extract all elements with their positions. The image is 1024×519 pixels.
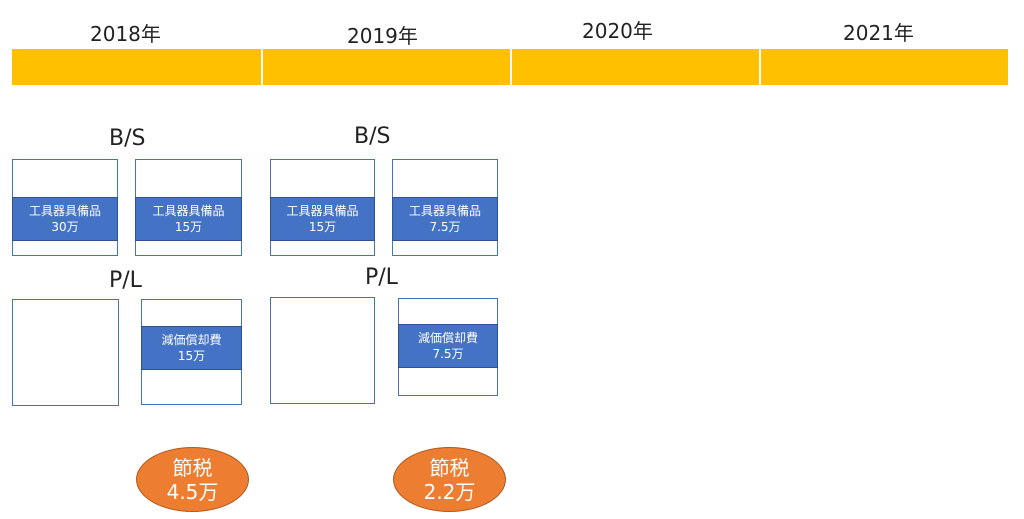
- expense-name: 減価償却費: [161, 333, 222, 347]
- tax-saving-amount: 2.2万: [423, 479, 476, 504]
- bs-band-2018-right: 工具器具備品 15万: [135, 197, 242, 241]
- pl-box-2019-left: [270, 297, 375, 404]
- year-label-2021: 2021年: [843, 21, 914, 45]
- pl-box-2018-left: [12, 299, 119, 406]
- asset-name: 工具器具備品: [408, 204, 481, 218]
- expense-name: 減価償却費: [417, 331, 478, 345]
- timeline-segment-2018: [12, 49, 261, 85]
- asset-amount: 7.5万: [429, 220, 461, 234]
- bs-label-2018: B/S: [109, 126, 146, 151]
- asset-amount: 30万: [51, 220, 79, 234]
- asset-name: 工具器具備品: [286, 204, 359, 218]
- asset-name: 工具器具備品: [28, 204, 101, 218]
- bs-band-2018-left: 工具器具備品 30万: [12, 197, 118, 241]
- timeline-segment-2020: [512, 49, 759, 85]
- tax-saving-label: 節税: [429, 455, 470, 480]
- pl-band-2018-right: 減価償却費 15万: [141, 326, 242, 370]
- asset-name: 工具器具備品: [152, 204, 225, 218]
- expense-amount: 7.5万: [432, 347, 464, 361]
- tax-saving-oval-2019: 節税 2.2万: [393, 447, 506, 512]
- bs-label-2019: B/S: [354, 124, 391, 149]
- asset-amount: 15万: [308, 220, 337, 234]
- timeline-segment-2021: [761, 49, 1008, 85]
- tax-saving-label: 節税: [172, 455, 213, 480]
- expense-amount: 15万: [177, 349, 206, 363]
- year-label-2018: 2018年: [90, 22, 161, 46]
- pl-label-2018: P/L: [109, 268, 142, 293]
- tax-saving-amount: 4.5万: [166, 479, 219, 504]
- tax-saving-oval-2018: 節税 4.5万: [136, 447, 249, 512]
- bs-band-2019-left: 工具器具備品 15万: [270, 197, 375, 241]
- timeline-segment-2019: [263, 49, 510, 85]
- bs-band-2019-right: 工具器具備品 7.5万: [392, 197, 498, 241]
- year-label-2020: 2020年: [582, 19, 653, 43]
- year-label-2019: 2019年: [347, 24, 418, 48]
- pl-label-2019: P/L: [365, 265, 398, 290]
- asset-amount: 15万: [174, 220, 203, 234]
- pl-band-2019-right: 減価償却費 7.5万: [398, 324, 498, 368]
